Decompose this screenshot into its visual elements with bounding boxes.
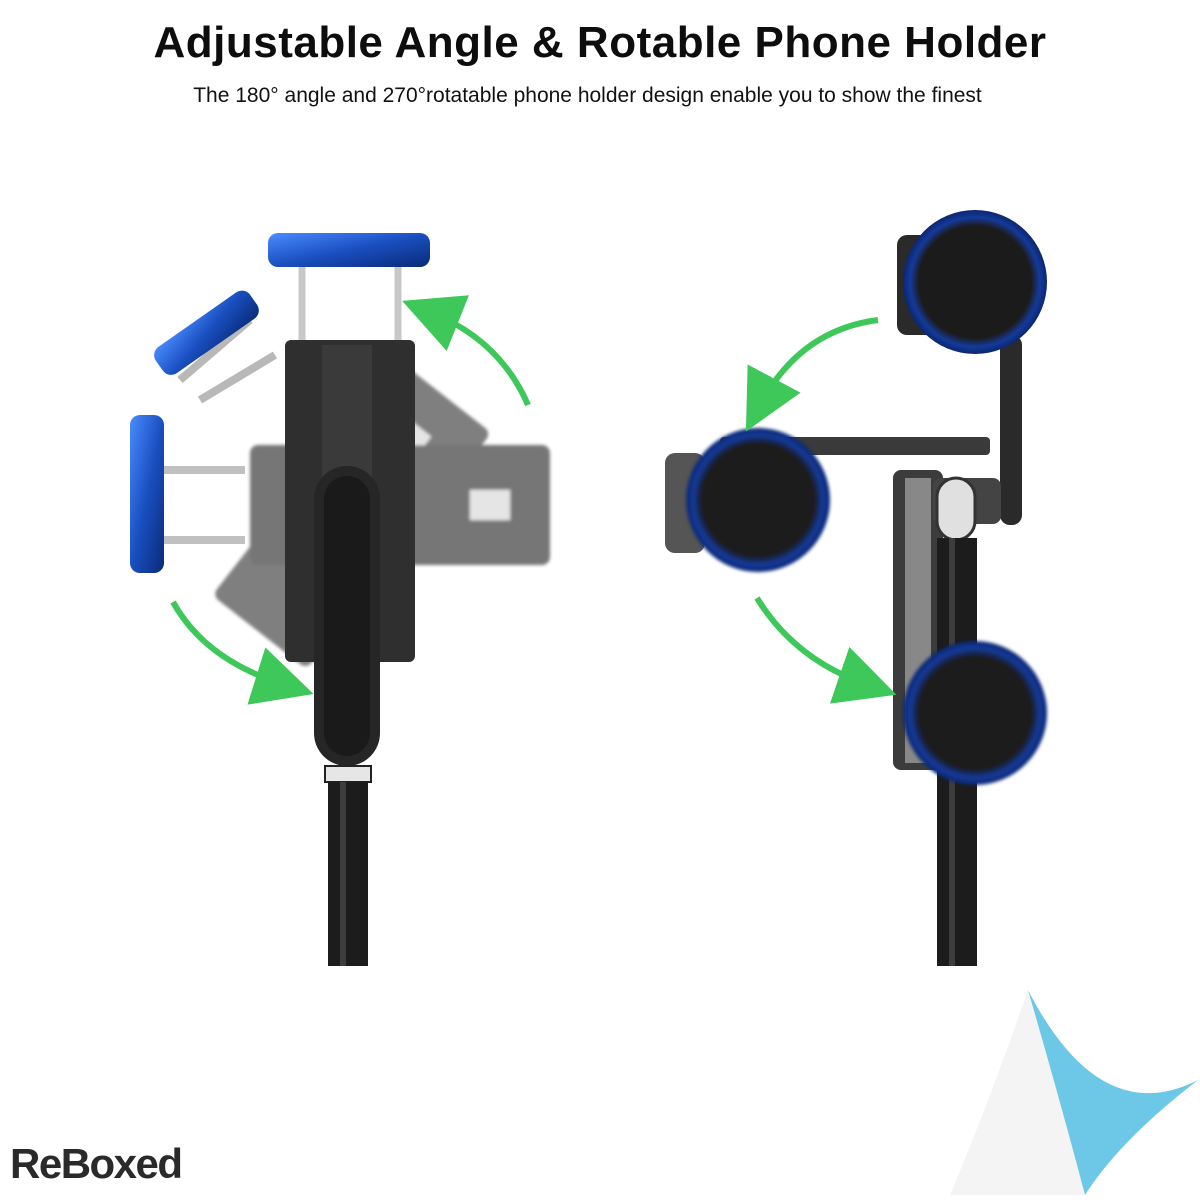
right-arrow-down <box>754 596 897 704</box>
left-knob-top <box>268 233 430 267</box>
left-pole <box>328 782 368 966</box>
left-arrow-up <box>402 295 531 407</box>
right-disc-top <box>903 210 1047 354</box>
left-arrow-down <box>170 600 314 705</box>
page-subtitle: The 180° angle and 270°rotatable phone h… <box>193 84 982 107</box>
right-disc-bottom <box>903 641 1047 785</box>
right-ball-joint <box>935 476 977 542</box>
page-title: Adjustable Angle & Rotable Phone Holder <box>153 18 1047 67</box>
left-knob-tilted <box>154 290 259 375</box>
left-knob-side <box>130 415 164 573</box>
corner-decoration <box>950 990 1198 1195</box>
right-arrow-left <box>745 317 879 432</box>
right-disc-middle <box>686 428 830 572</box>
brand-logo: ReBoxed <box>10 1140 183 1187</box>
left-ghost-rods <box>160 316 278 544</box>
